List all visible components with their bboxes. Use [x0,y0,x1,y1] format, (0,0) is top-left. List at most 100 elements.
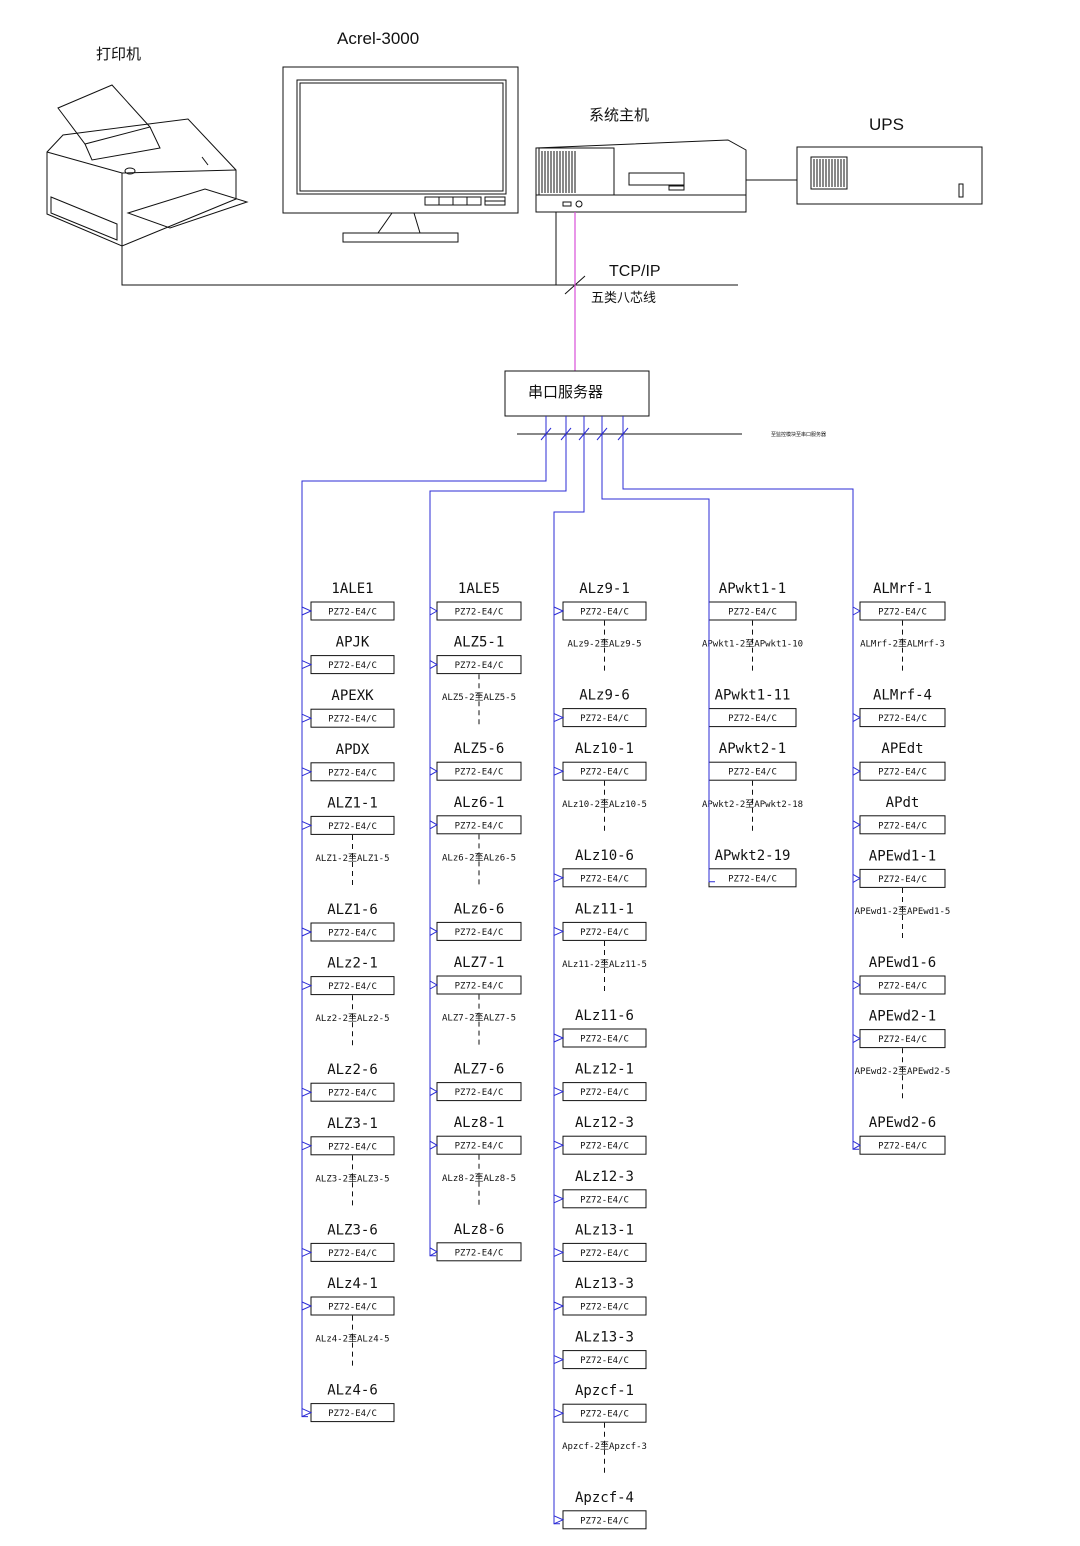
meter-model: PZ72-E4/C [328,608,377,618]
bus-tap [553,1408,565,1418]
meter-model: PZ72-E4/C [455,768,504,778]
meter-name: APEdt [881,741,923,757]
range-label: ALZ5-2至ALZ5-5 [442,692,516,703]
meter-name: APdt [886,795,920,811]
bus-tap [429,1140,439,1150]
bus-tick [560,427,572,441]
meter-model: PZ72-E4/C [328,822,377,832]
meter-model: PZ72-E4/C [455,1088,504,1098]
meter-name: APEXK [331,688,374,704]
meter-name: ALz13-1 [575,1222,634,1238]
bus-tap [852,766,862,776]
meter-model: PZ72-E4/C [455,821,504,831]
bus-tap [553,606,565,616]
monitor-label: Acrel-3000 [337,29,419,48]
bus-tick [540,427,552,441]
meter-name: ALMrf-4 [873,688,932,704]
range-label: ALMrf-2至ALMrf-3 [860,639,945,650]
meter-model: PZ72-E4/C [580,1356,629,1366]
meter-name: Apzcf-4 [575,1490,634,1506]
meter-model: PZ72-E4/C [328,1142,377,1152]
bus-tap [301,713,313,723]
bus-tap [301,981,313,991]
meter-name: ALz10-6 [575,848,634,864]
bus-tap [301,820,313,830]
meter-model: PZ72-E4/C [878,875,927,885]
bus-tap [429,926,439,936]
meter-model: PZ72-E4/C [878,821,927,831]
meter-model: PZ72-E4/C [878,1035,927,1045]
printer-label: 打印机 [96,45,141,63]
meter-name: ALz11-1 [575,901,634,917]
rs485-bus [553,434,585,1525]
bus-tap [553,1194,565,1204]
bus-tap [852,1034,862,1044]
meter-name: APwkt2-1 [719,741,786,757]
meter-name: ALz13-3 [575,1276,634,1292]
meter-model: PZ72-E4/C [580,1303,629,1313]
monitor-icon [282,66,519,243]
meter-name: APEwd2-1 [869,1009,936,1025]
bus-tap [429,820,439,830]
bus-tap [429,766,439,776]
bus-tap [301,1087,313,1097]
bus-tap [553,1087,565,1097]
meter-name: ALz8-6 [454,1222,505,1238]
ups-label: UPS [869,115,904,134]
meter-model: PZ72-E4/C [328,982,377,992]
bus-tap [301,1301,313,1311]
cable-label: 五类八芯线 [591,291,656,306]
meter-name: ALz2-6 [327,1062,378,1078]
bus-tap [301,927,313,937]
rs485-bus [601,434,715,883]
range-label: ALz8-2至ALz8-5 [442,1173,516,1184]
rs485-bus [622,434,859,1150]
meter-column: APwkt1-1PZ72-E4/CAPwkt1-2至APwkt1-10APwkt… [596,416,803,888]
meter-model: PZ72-E4/C [328,661,377,671]
meter-model: PZ72-E4/C [580,1035,629,1045]
bus-tap [553,1247,565,1257]
bus-tap [301,660,313,670]
meter-model: PZ72-E4/C [580,874,629,884]
meter-model: PZ72-E4/C [728,608,777,618]
rs485-bus [429,434,567,1257]
bus-tap [301,606,313,616]
host-computer-icon [535,139,747,213]
meter-model: PZ72-E4/C [580,1195,629,1205]
meter-name: 1ALE1 [331,581,373,597]
bus-tap [553,766,565,776]
bus-tap [429,606,439,616]
bus-tap [429,1247,439,1257]
meter-name: ALz8-1 [454,1115,505,1131]
meter-model: PZ72-E4/C [455,608,504,618]
meter-model: PZ72-E4/C [580,928,629,938]
meter-name: Apzcf-1 [575,1383,634,1399]
ups-icon [796,146,983,205]
meter-column: 1ALE5PZ72-E4/CALZ5-1PZ72-E4/CALZ5-2至ALZ5… [429,416,572,1262]
range-label: ALz4-2至ALz4-5 [315,1334,389,1345]
meter-model: PZ72-E4/C [580,1516,629,1526]
range-label: ALZ7-2至ALZ7-5 [442,1013,516,1024]
meter-model: PZ72-E4/C [580,768,629,778]
meter-name: ALz11-6 [575,1008,634,1024]
meter-model: PZ72-E4/C [728,714,777,724]
protocol-label: TCP/IP [609,263,661,280]
meter-name: ALz6-1 [454,795,505,811]
bus-tap [553,1515,565,1525]
meter-model: PZ72-E4/C [328,1409,377,1419]
meter-column: ALz9-1PZ72-E4/CALz9-2至ALz9-5ALz9-6PZ72-E… [553,416,647,1530]
bus-tap [553,1140,565,1150]
meter-name: APJK [336,635,370,651]
bus-tap [301,1408,313,1418]
meter-model: PZ72-E4/C [878,768,927,778]
bus-tap [553,926,565,936]
range-label: ALz2-2至ALz2-5 [315,1013,389,1024]
meter-model: PZ72-E4/C [328,1249,377,1259]
meter-name: APEwd1-1 [869,848,936,864]
meter-model: PZ72-E4/C [580,1410,629,1420]
range-label: ALz10-2至ALz10-5 [562,799,647,810]
meter-model: PZ72-E4/C [455,928,504,938]
meter-model: PZ72-E4/C [728,874,777,884]
